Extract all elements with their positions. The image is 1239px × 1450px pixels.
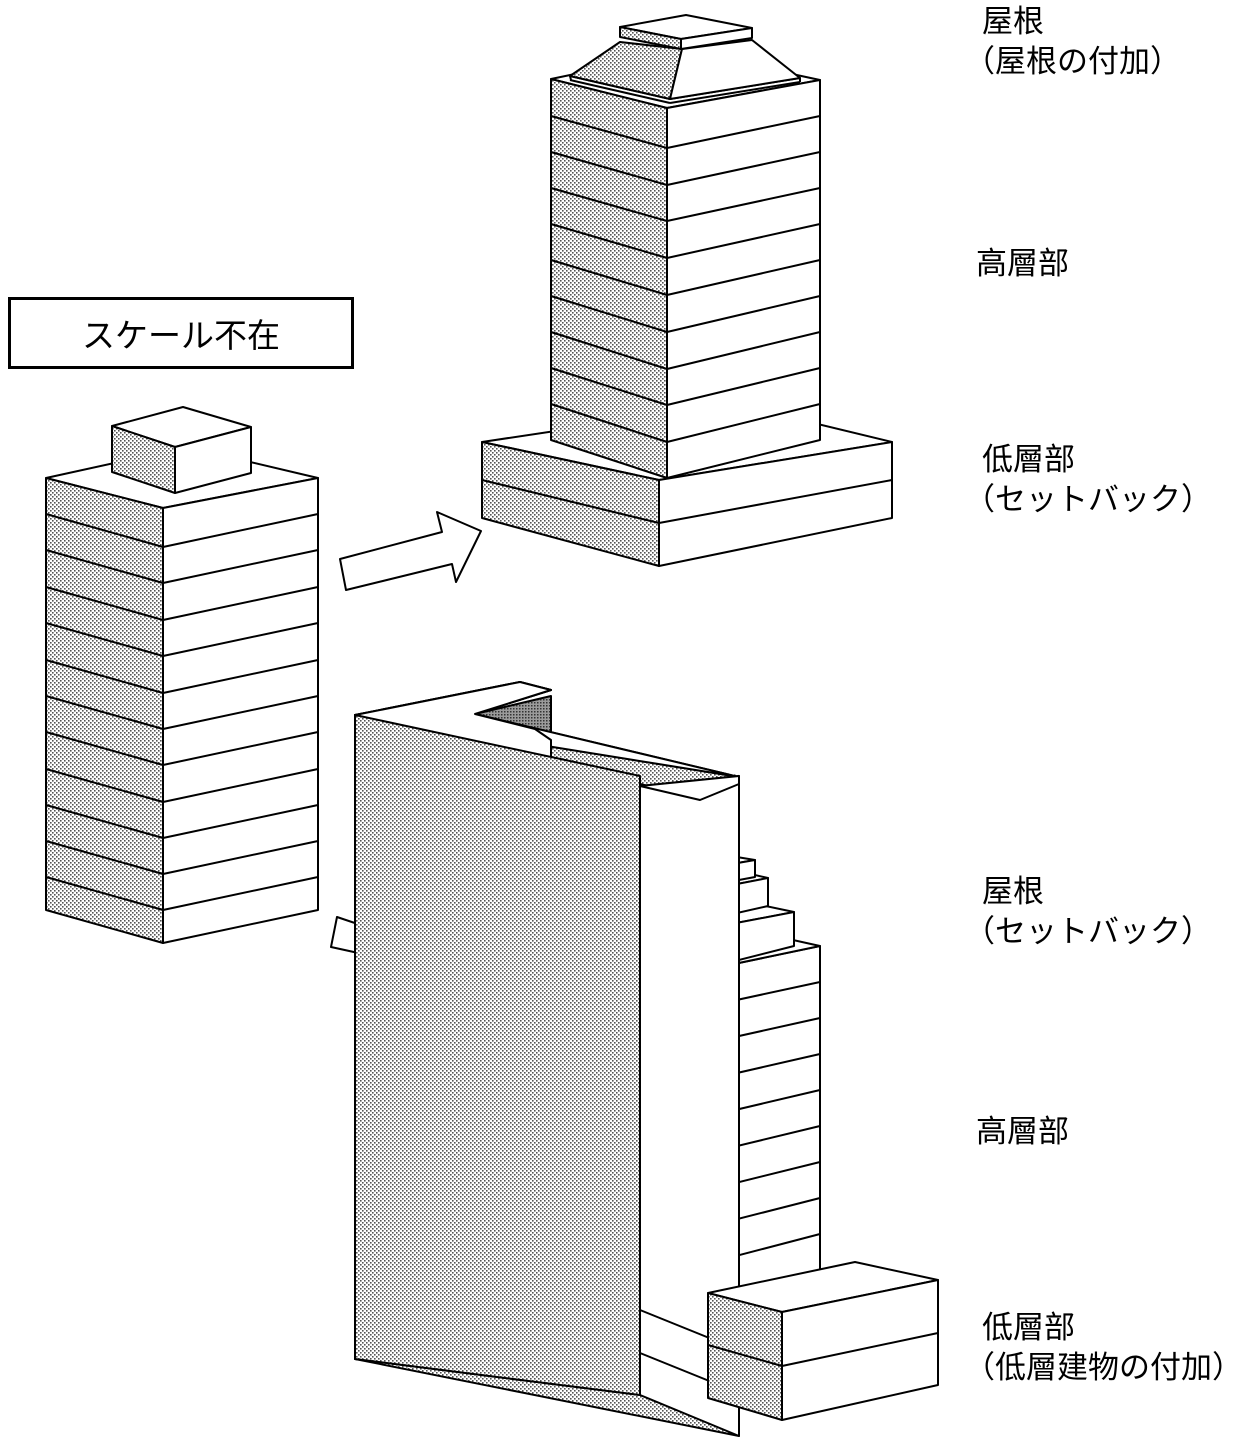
top-low-label: 低層部 （セットバック）: [964, 442, 1212, 518]
top-low-note: （セットバック）: [964, 482, 1212, 518]
bottom-roof-label: 屋根 （セットバック）: [964, 874, 1212, 950]
bottom-high-label: 高層部: [976, 1114, 1069, 1150]
top-roof-note: （屋根の付加）: [964, 44, 1181, 80]
scale-absent-box: スケール不在: [8, 297, 354, 369]
floor-lines: [45, 513, 319, 911]
building-roof-added: [481, 14, 893, 567]
bottom-low-note: （低層建物の付加）: [964, 1350, 1239, 1386]
l-podium-front: [354, 714, 641, 1396]
tower-top: [550, 50, 821, 479]
bottom-roof-note: （セットバック）: [964, 914, 1212, 950]
top-high-label: 高層部: [976, 246, 1069, 282]
hip-roof: [569, 14, 801, 104]
original-building: [45, 406, 319, 944]
right-low-block: [707, 1261, 939, 1421]
bottom-low-label: 低層部 （低層建物の付加）: [964, 1308, 1239, 1388]
top-roof-label: 屋根 （屋根の付加）: [964, 4, 1181, 80]
arrow-top: [339, 511, 482, 591]
rooftop-box: [111, 406, 252, 494]
